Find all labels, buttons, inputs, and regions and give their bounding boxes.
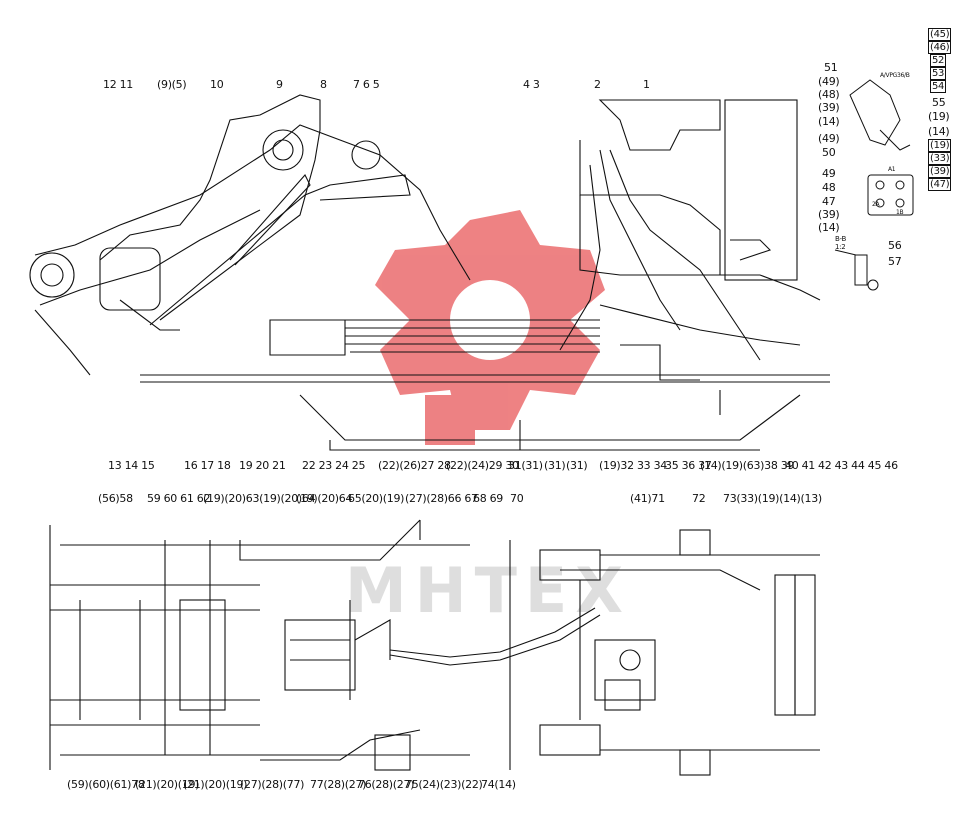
detail-tiny-text: A/VPG36/B (880, 72, 910, 79)
detail-callout-48: 48 (822, 181, 836, 194)
callout-13-14-15: 13 14 15 (108, 459, 155, 472)
callout-72: 72 (692, 492, 706, 505)
callout-73: 73(33)(19)(14)(13) (723, 492, 822, 505)
callout-65: 65(20)(19) (348, 492, 405, 505)
callout-75: 75(24)(23)(22) (405, 778, 483, 791)
callout-76-28-27: 76(28)(27) (358, 778, 415, 791)
callout-27-28: (22)(26)27 28 (378, 459, 451, 472)
callout-19-20-21: 19 20 21 (239, 459, 286, 472)
detail-callout-57: 57 (888, 255, 902, 268)
callout-77-28-27: 77(28)(27) (310, 778, 367, 791)
callout-64b: (19)(20)64 (296, 492, 353, 505)
callout-66-67: (27)(28)66 67 (405, 492, 478, 505)
callout-27-28-77: (27)(28)(77) (240, 778, 305, 791)
top-view (29, 94, 830, 451)
detail-callout-14b: (14) (928, 125, 950, 138)
detail-callout-49: 49 (822, 167, 836, 180)
callout-32-34: (19)32 33 34 (599, 459, 667, 472)
callout-59-62: 59 60 61 62 (147, 492, 211, 505)
bottom-view (49, 519, 820, 776)
callout-40-41: 40 41 (785, 459, 815, 472)
callout-9-5: (9)(5) (157, 78, 187, 91)
callout-1: 1 (643, 78, 650, 91)
detail-tiny-1b: 1B (896, 209, 904, 216)
callout-74-14: 74(14) (481, 778, 516, 791)
callout-21-20-19a: (21)(20)(19) (135, 778, 200, 791)
callout-29-30: (22)(24)29 30 (446, 459, 519, 472)
detail-box-47: (47) (928, 178, 952, 191)
detail-callout-49a: (49) (818, 75, 840, 88)
detail-view (834, 79, 914, 291)
callout-31c: (31) (566, 459, 588, 472)
callout-9: 9 (276, 78, 283, 91)
callout-38-39: (14)(19)(63)38 39 (700, 459, 795, 472)
detail-callout-19a: (19) (928, 110, 950, 123)
callout-10: 10 (210, 78, 224, 91)
detail-box-46: (46) (928, 41, 952, 54)
callout-8: 8 (320, 78, 327, 91)
callout-42-46: 42 43 44 45 46 (818, 459, 898, 472)
callout-16-17-18: 16 17 18 (184, 459, 231, 472)
detail-callout-14: (14) (818, 221, 840, 234)
callout-41-71: (41)71 (630, 492, 665, 505)
detail-tiny-a1: A1 (888, 166, 896, 173)
callout-59-78: (59)(60)(61)78 (67, 778, 145, 791)
detail-callout-49b: (49) (818, 132, 840, 145)
detail-callout-39: (39) (818, 208, 840, 221)
callout-12-11: 12 11 (103, 78, 133, 91)
detail-box-45: (45) (928, 28, 952, 41)
callout-2: 2 (594, 78, 601, 91)
callout-22-25: 22 23 24 25 (302, 459, 366, 472)
callout-21-20-19b: (21)(20)(19) (183, 778, 248, 791)
callout-63-64: (19)(20)63(19)(20)64 (203, 492, 316, 505)
detail-callout-56: 56 (888, 239, 902, 252)
callout-70: 70 (510, 492, 524, 505)
detail-callout-39a: (39) (818, 101, 840, 114)
detail-callout-48a: (48) (818, 88, 840, 101)
detail-callout-14a: (14) (818, 115, 840, 128)
detail-box-53: 53 (930, 67, 947, 80)
detail-callout-55: 55 (932, 96, 946, 109)
detail-box-19: (19) (928, 139, 952, 152)
detail-callout-47: 47 (822, 195, 836, 208)
watermark-text: MHTEX (345, 554, 631, 627)
callout-35-37: 35 36 37 (665, 459, 712, 472)
detail-box-54: 54 (930, 80, 947, 93)
detail-box-33: (33) (928, 152, 952, 165)
callout-68-69: 68 69 (473, 492, 503, 505)
callout-31a: 31(31) (508, 459, 543, 472)
detail-box-52: 52 (930, 54, 947, 67)
detail-callout-50: 50 (822, 146, 836, 159)
callout-4-3: 4 3 (523, 78, 540, 91)
callout-7-6-5: 7 6 5 (353, 78, 380, 91)
detail-box-39: (39) (928, 165, 952, 178)
section-label: B-B 1:2 (835, 235, 846, 251)
detail-tiny-2a: 2A (872, 201, 880, 208)
detail-callout-51: 51 (824, 61, 838, 74)
callout-56-58: (56)58 (98, 492, 133, 505)
callout-31b: (31) (544, 459, 566, 472)
